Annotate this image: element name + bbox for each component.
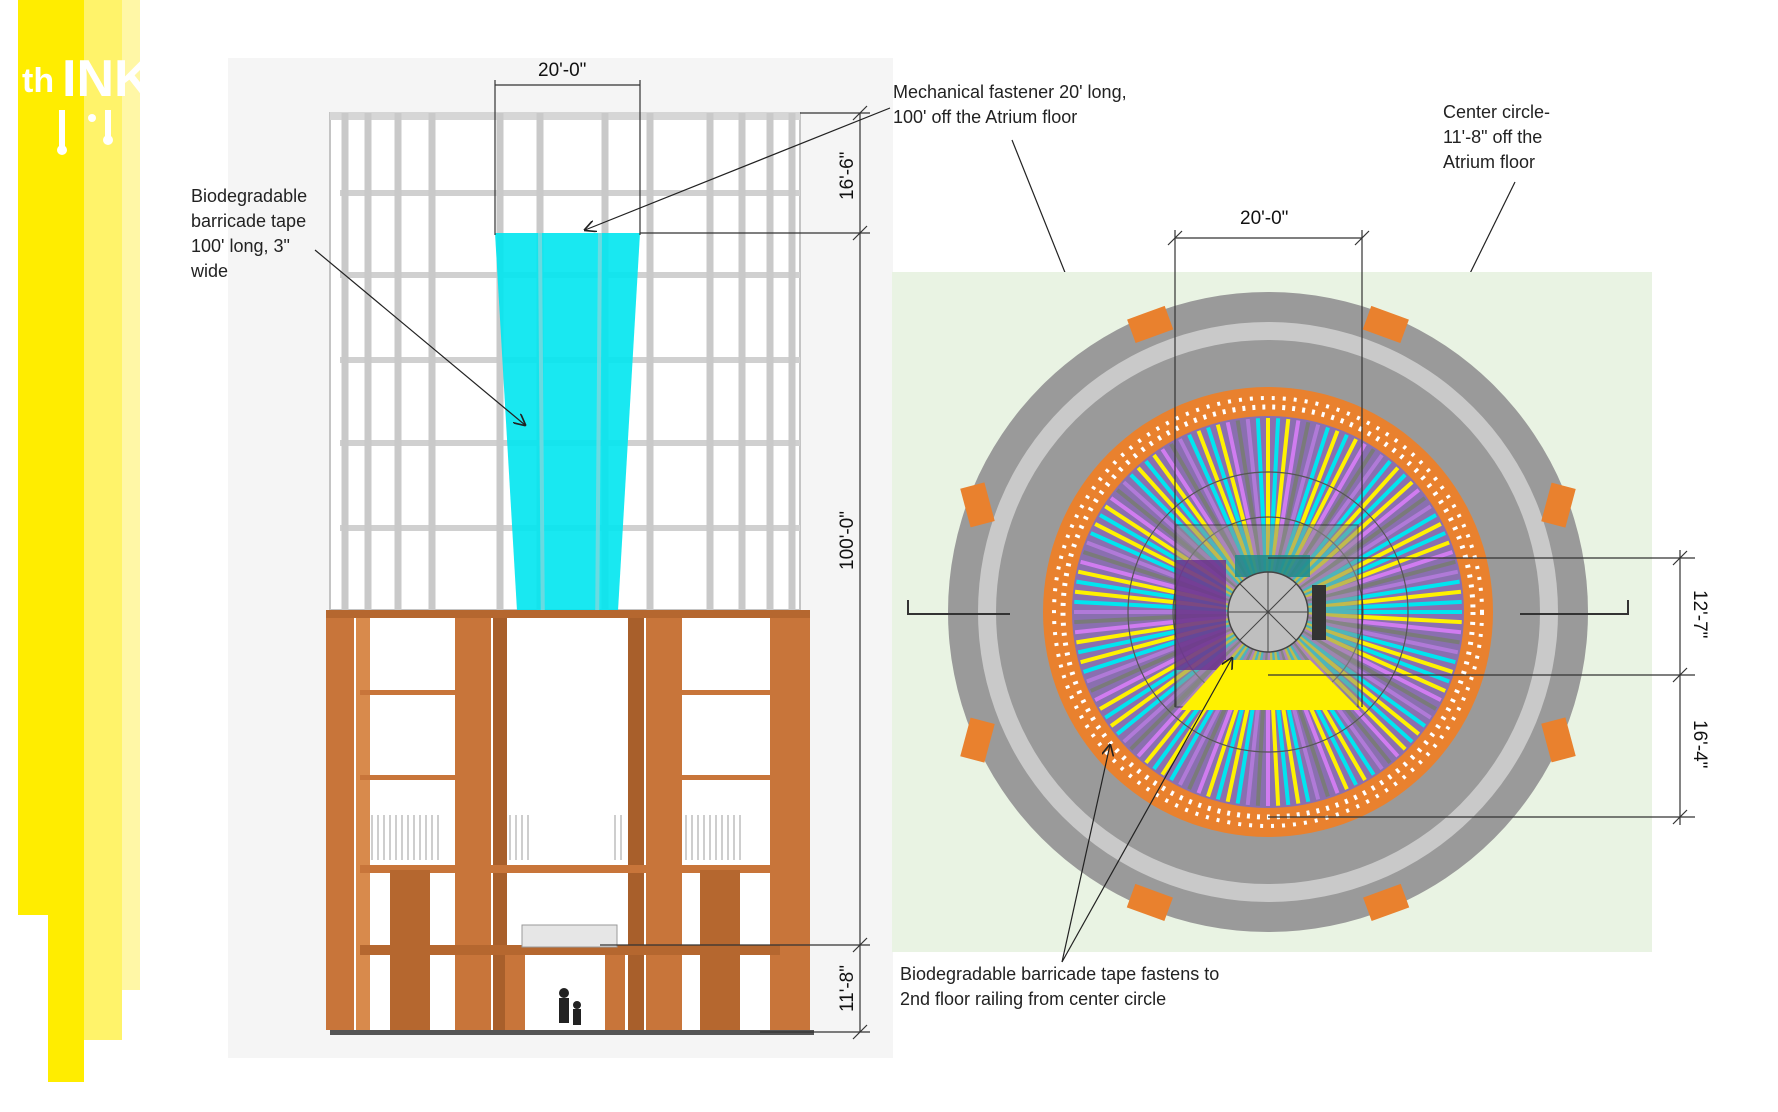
plan-dim-upper-label: 12'-7" bbox=[1689, 590, 1710, 638]
copper-structure bbox=[326, 610, 814, 1035]
logo-th: th bbox=[22, 62, 54, 100]
tape-note-line-1: Biodegradable bbox=[191, 186, 307, 206]
railing-annotation: Biodegradable barricade tape fastens to … bbox=[900, 658, 1232, 1009]
center-note-line-2: 11'-8" off the bbox=[1443, 127, 1542, 147]
center-circle-elevation bbox=[521, 924, 618, 948]
dim-top-gap-label: 16'-6" bbox=[837, 152, 858, 200]
plan-drawing: 20'-0" 12'-7" 16'-4" bbox=[892, 208, 1710, 952]
tape-note-line-2: barricade tape bbox=[191, 211, 306, 231]
tape-note-line-3: 100' long, 3" bbox=[191, 236, 290, 256]
dim-top-width bbox=[494, 80, 641, 235]
railing-note-line-2: 2nd floor railing from center circle bbox=[900, 989, 1166, 1009]
think-logo: th INK bbox=[22, 50, 152, 155]
fastener-note-line-2: 100' off the Atrium floor bbox=[893, 107, 1077, 127]
railing-fringe bbox=[371, 815, 741, 860]
brand-bars bbox=[18, 0, 140, 1082]
fastener-annotation: Mechanical fastener 20' long, 100' off t… bbox=[585, 82, 1178, 555]
people-silhouette bbox=[559, 988, 581, 1025]
plan-dim-width-label: 20'-0" bbox=[1240, 208, 1288, 229]
dim-top-width-label: 20'-0" bbox=[538, 60, 586, 81]
dim-vertical bbox=[600, 105, 870, 1040]
center-note-line-3: Atrium floor bbox=[1443, 152, 1535, 172]
tape-annotation: Biodegradable barricade tape 100' long, … bbox=[190, 186, 525, 425]
tape-note-line-4: wide bbox=[190, 261, 228, 281]
logo-ink: INK bbox=[62, 50, 152, 108]
fastener-note-line-1: Mechanical fastener 20' long, bbox=[893, 82, 1127, 102]
center-note-line-1: Center circle- bbox=[1443, 102, 1550, 122]
elevation-drawing: 20'-0" 16'-6" 100'-0" 11'-8" bbox=[228, 58, 893, 1058]
center-annotation: Center circle- 11'-8" off the Atrium flo… bbox=[1318, 102, 1550, 582]
plan-dim-lower-label: 16'-4" bbox=[1689, 720, 1710, 768]
plan-dims bbox=[1167, 230, 1695, 825]
railing-note-line-1: Biodegradable barricade tape fastens to bbox=[900, 964, 1219, 984]
ring-pads bbox=[960, 305, 1576, 922]
dim-height-label: 100'-0" bbox=[837, 511, 858, 570]
dim-bottom-label: 11'-8" bbox=[837, 965, 858, 1012]
